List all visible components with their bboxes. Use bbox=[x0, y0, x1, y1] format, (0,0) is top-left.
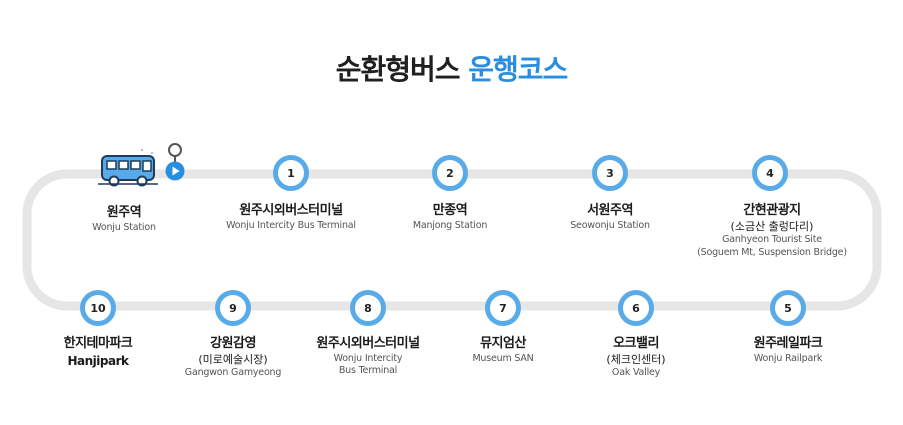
stop-3-marker: 3 bbox=[592, 155, 628, 191]
stop-8-marker: 8 bbox=[350, 290, 386, 326]
stop-7-label: 뮤지엄산 Museum SAN bbox=[472, 336, 534, 364]
stop-7-marker: 7 bbox=[485, 290, 521, 326]
stop-2-marker: 2 bbox=[432, 155, 468, 191]
origin-en: Wonju Station bbox=[92, 221, 156, 233]
start-pin-icon bbox=[165, 143, 185, 181]
stop-6-label: 오크밸리 (체크인센터) Oak Valley bbox=[606, 336, 666, 379]
stop-3-label: 서원주역 Seowonju Station bbox=[570, 203, 650, 231]
stop-10-marker: 10 bbox=[80, 290, 116, 326]
stop-1-marker: 1 bbox=[273, 155, 309, 191]
stop-1-label: 원주시외버스터미널 Wonju Intercity Bus Terminal bbox=[226, 203, 356, 231]
stop-4-label: 간현관광지 (소금산 출렁다리) Ganhyeon Tourist Site (… bbox=[697, 203, 847, 259]
stop-8-label: 원주시외버스터미널 Wonju Intercity Bus Terminal bbox=[316, 336, 420, 377]
title-part1: 순환형버스 bbox=[335, 53, 461, 86]
title-part2: 운행코스 bbox=[468, 53, 568, 86]
stop-9-marker: 9 bbox=[215, 290, 251, 326]
stop-10-label: 한지테마파크 Hanjipark bbox=[63, 336, 133, 368]
stop-2-label: 만종역 Manjong Station bbox=[412, 203, 488, 231]
origin-name: 원주역 bbox=[106, 205, 142, 220]
stop-5-label: 원주레일파크 Wonju Railpark bbox=[753, 336, 823, 364]
play-icon bbox=[172, 166, 180, 176]
stop-9-label: 강원감영 (미로예술시장) Gangwon Gamyeong bbox=[184, 336, 282, 379]
page-title: 순환형버스 운행코스 bbox=[0, 48, 903, 88]
bus-icon bbox=[98, 148, 158, 187]
origin-label: 원주역 Wonju Station bbox=[39, 204, 209, 234]
stop-4-marker: 4 bbox=[752, 155, 788, 191]
stop-5-marker: 5 bbox=[770, 290, 806, 326]
stop-6-marker: 6 bbox=[618, 290, 654, 326]
